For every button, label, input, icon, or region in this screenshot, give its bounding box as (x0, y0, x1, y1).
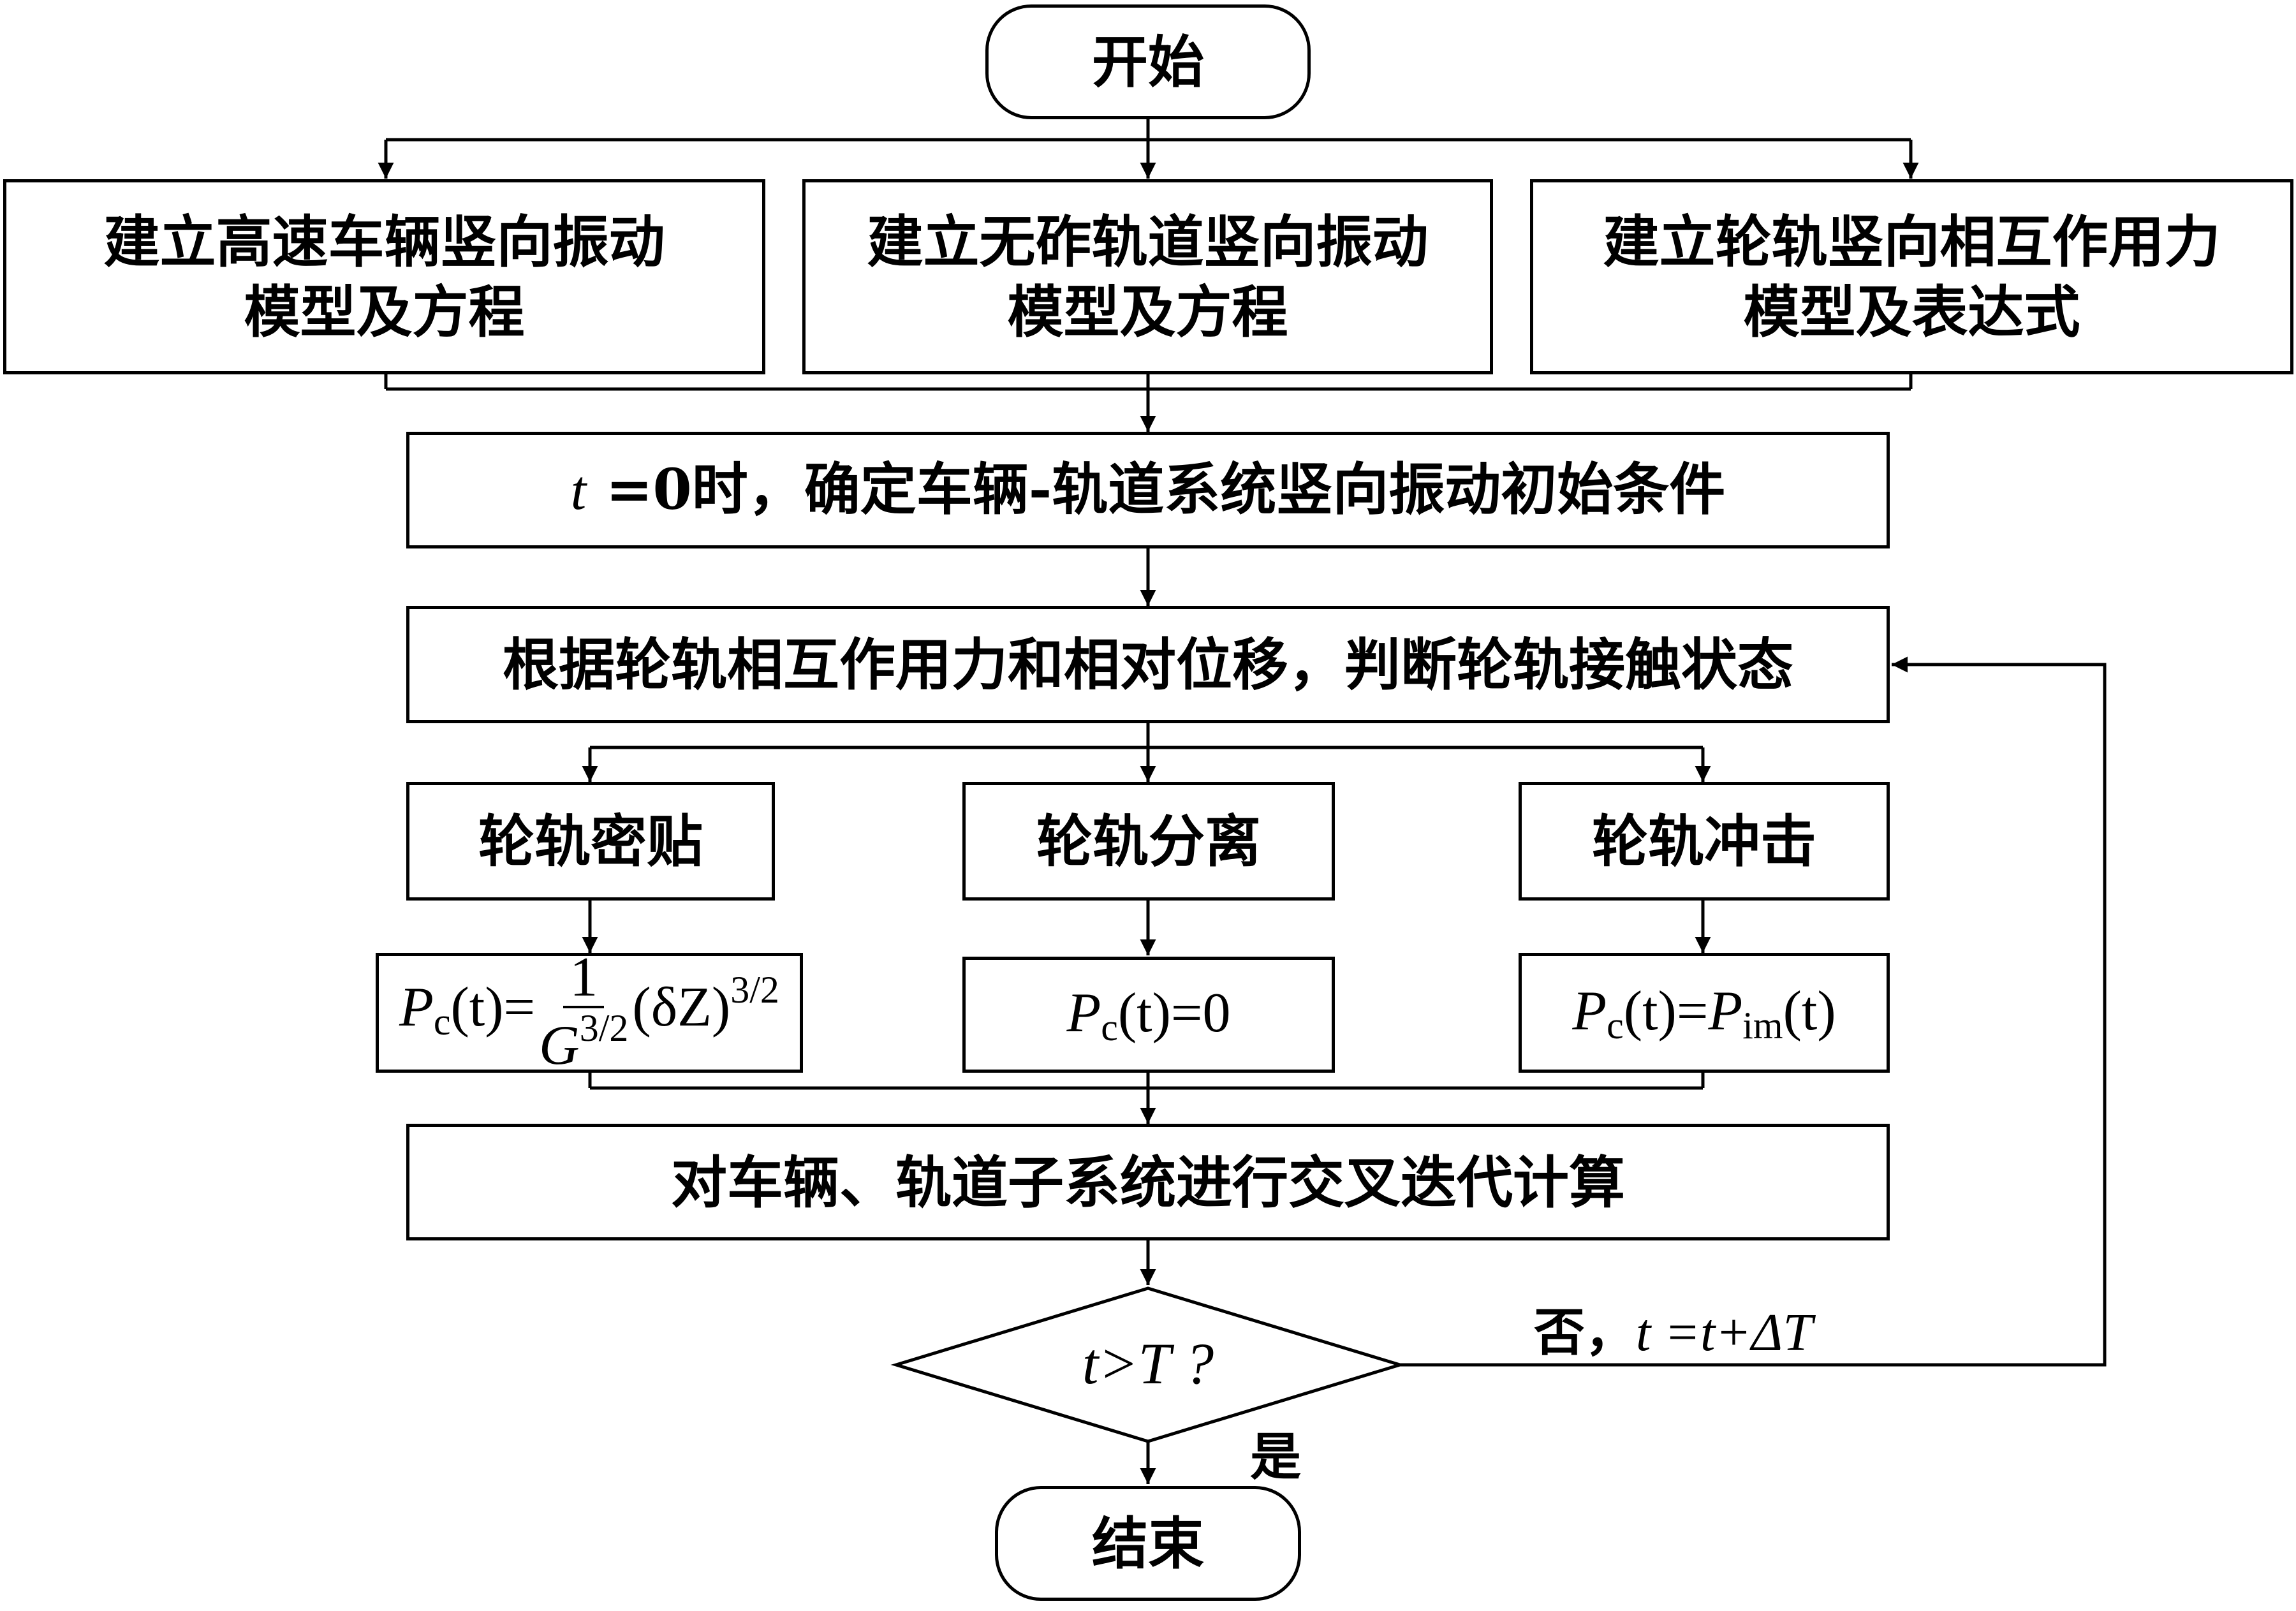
yes-branch-word: 是 (1250, 1427, 1301, 1487)
decision-text: t>T ? (1082, 1331, 1214, 1396)
state-contact-label: 轮轨密贴 (478, 808, 703, 874)
no-branch-expr: t =t+ΔT (1636, 1303, 1813, 1362)
judge-contact-text: 根据轮轨相互作用力和相对位移，判断轮轨接触状态 (502, 631, 1793, 698)
formula-impact-P: P (1572, 980, 1607, 1042)
end-label: 结束 (1091, 1510, 1204, 1577)
formula-impact-mid: (t)= (1623, 980, 1709, 1042)
iterate-text: 对车辆、轨道子系统进行交叉迭代计算 (670, 1149, 1625, 1216)
formula-separation-box: Pc(t)=0 (962, 957, 1335, 1073)
formula-impact-sub2: im (1742, 1004, 1783, 1047)
vehicle-model-line2: 模型及方程 (244, 279, 525, 345)
judge-contact-box: 根据轮轨相互作用力和相对位移，判断轮轨接触状态 (406, 606, 1890, 723)
formula-contact-G-exp: 3/2 (579, 1007, 629, 1050)
formula-contact-numerator: 1 (563, 950, 605, 1009)
formula-contact-body: (δZ) (632, 976, 731, 1039)
start-terminal: 开始 (985, 4, 1311, 119)
state-separation-box: 轮轨分离 (962, 782, 1335, 901)
vehicle-model-box: 建立高速车辆竖向振动 模型及方程 (3, 179, 765, 374)
formula-impact-tail: (t) (1783, 980, 1836, 1042)
formula-contact-G: G (539, 1015, 580, 1077)
formula-separation-sub: c (1101, 1006, 1118, 1048)
init-condition-box: t =0时，确定车辆-轨道系统竖向振动初始条件 (406, 432, 1890, 548)
formula-contact-P: P (399, 976, 434, 1039)
track-model-line2: 模型及方程 (1007, 279, 1288, 345)
track-model-line1: 建立无砟轨道竖向振动 (867, 209, 1429, 275)
init-condition-text: t =0时，确定车辆-轨道系统竖向振动初始条件 (571, 454, 1726, 526)
start-label: 开始 (1091, 29, 1204, 95)
formula-separation-tail: (t)=0 (1117, 982, 1231, 1044)
formula-contact-exp: 3/2 (730, 969, 779, 1011)
wheelrail-model-line2: 模型及表达式 (1743, 279, 2080, 345)
formula-contact-denominator: G3/2 (539, 1008, 628, 1075)
no-branch-label: 否，t =t+ΔT (1534, 1291, 1813, 1365)
init-condition-rest: =0时，确定车辆-轨道系统竖向振动初始条件 (586, 456, 1726, 522)
iterate-box: 对车辆、轨道子系统进行交叉迭代计算 (406, 1124, 1890, 1240)
wheelrail-model-box: 建立轮轨竖向相互作用力 模型及表达式 (1530, 179, 2293, 374)
state-impact-box: 轮轨冲击 (1519, 782, 1890, 901)
wheelrail-model-line1: 建立轮轨竖向相互作用力 (1603, 209, 2221, 275)
state-separation-label: 轮轨分离 (1036, 808, 1261, 874)
state-contact-box: 轮轨密贴 (406, 782, 775, 901)
loop-back-line (1400, 656, 2107, 1367)
formula-impact: Pc(t)=Pim(t) (1572, 976, 1836, 1050)
formula-contact-lhs: (t)= (450, 976, 536, 1039)
formula-contact-sub: c (433, 1001, 451, 1043)
end-terminal: 结束 (995, 1486, 1301, 1601)
vehicle-model-line1: 建立高速车辆竖向振动 (103, 209, 665, 275)
init-time-variable: t (570, 460, 587, 522)
decision-label: t>T ? (1033, 1330, 1263, 1397)
formula-impact-sub: c (1607, 1004, 1624, 1047)
track-model-box: 建立无砟轨道竖向振动 模型及方程 (802, 179, 1493, 374)
no-branch-word: 否， (1534, 1302, 1636, 1362)
formula-impact-P2: P (1708, 980, 1743, 1042)
decision-diamond (890, 1286, 1406, 1443)
formula-impact-box: Pc(t)=Pim(t) (1519, 953, 1890, 1073)
yes-branch-label: 是 (1250, 1416, 1301, 1490)
state-impact-label: 轮轨冲击 (1591, 808, 1816, 874)
formula-separation-P: P (1066, 982, 1101, 1044)
formula-separation: Pc(t)=0 (1066, 978, 1230, 1052)
